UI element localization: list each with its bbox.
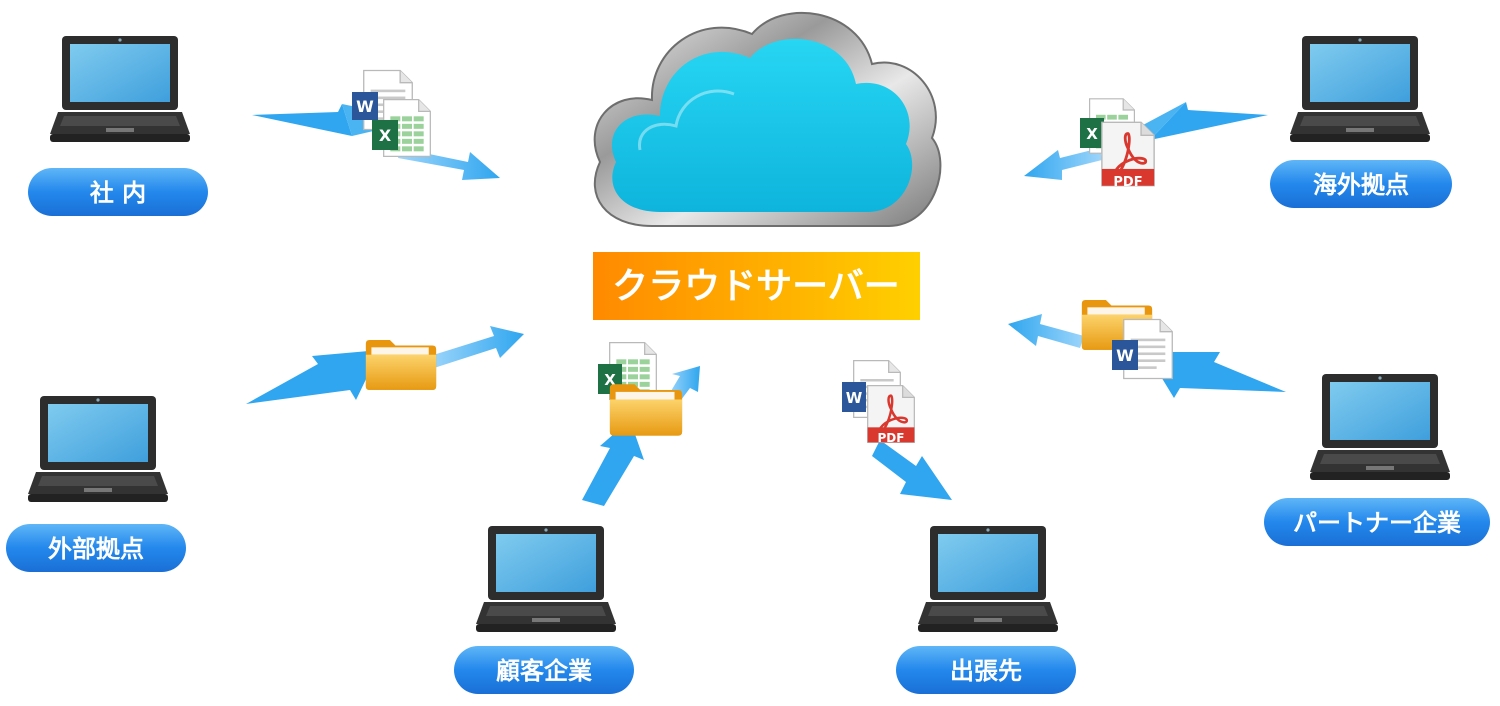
svg-text:PDF: PDF — [878, 431, 905, 445]
word-badge — [352, 92, 378, 120]
folder-icon — [609, 384, 683, 436]
folder-icon — [365, 339, 437, 390]
file-group-partner: W — [1081, 299, 1173, 380]
svg-text:W: W — [356, 97, 374, 116]
svg-text:W: W — [1116, 346, 1134, 365]
file-group-gaibu — [365, 339, 437, 390]
word-badge — [842, 382, 866, 412]
server-label: クラウドサーバー — [593, 252, 920, 320]
word-badge — [1112, 340, 1138, 370]
file-group-kaigai: X PDF — [1080, 98, 1156, 190]
svg-text:パートナー企業: パートナー企業 — [1293, 509, 1461, 537]
arrow-gaibu — [246, 326, 524, 404]
svg-text:W: W — [846, 389, 863, 407]
server-label-text: クラウドサーバー — [612, 266, 900, 307]
svg-text:X: X — [1086, 125, 1098, 143]
node-label-shucchou: 出張先 — [896, 646, 1076, 694]
node-label-kokyaku: 顧客企業 — [454, 646, 634, 694]
laptop-icon-partner — [1310, 374, 1450, 480]
node-label-shanai: 社 内 — [28, 168, 208, 216]
svg-text:外部拠点: 外部拠点 — [48, 535, 144, 563]
node-label-kaigai: 海外拠点 — [1270, 160, 1452, 208]
svg-text:PDF: PDF — [1113, 175, 1142, 190]
excel-badge — [372, 120, 398, 150]
arrow-partner — [1008, 314, 1286, 398]
svg-text:出張先: 出張先 — [950, 657, 1022, 685]
laptop-icon-kaigai — [1290, 36, 1430, 142]
node-label-gaibu: 外部拠点 — [6, 524, 186, 572]
svg-text:X: X — [379, 126, 392, 145]
file-group-kokyaku: X — [598, 342, 683, 436]
file-group-shucchou: W PDF — [842, 360, 916, 445]
file-group-shanai: W X — [352, 69, 432, 157]
laptop-icon-shanai — [50, 36, 190, 142]
excel-badge — [1080, 118, 1104, 148]
svg-text:社 内: 社 内 — [90, 179, 146, 207]
cloud-icon — [593, 12, 942, 227]
laptop-icon-kokyaku — [476, 526, 616, 632]
svg-text:顧客企業: 顧客企業 — [496, 657, 592, 685]
arrow-shucchou — [872, 440, 952, 500]
laptop-icon-shucchou — [918, 526, 1058, 632]
node-label-partner: パートナー企業 — [1264, 498, 1490, 546]
svg-text:海外拠点: 海外拠点 — [1313, 171, 1409, 199]
laptop-icon-gaibu — [28, 396, 168, 502]
